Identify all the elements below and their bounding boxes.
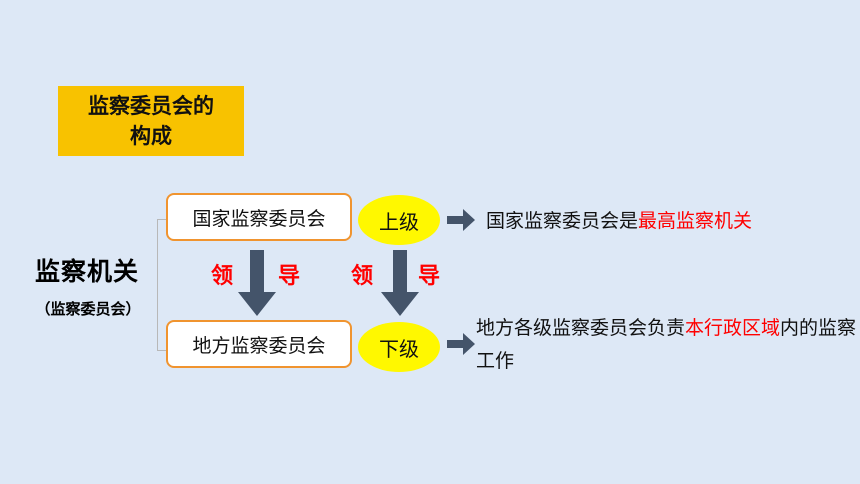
superior-level-oval: 上级 [358, 195, 440, 245]
superior-level-label: 上级 [379, 209, 419, 234]
subordinate-level-label: 下级 [379, 336, 419, 361]
right-arrow-bottom-icon [447, 333, 475, 355]
title-line-2: 构成 [130, 124, 172, 148]
local-desc-suffix: 内的监察工作 [476, 317, 857, 372]
main-label: 监察机关 [34, 257, 139, 286]
local-commission-description: 地方各级监察委员会负责本行政区域内的监察工作 [476, 312, 860, 378]
lead-arrow-left-icon [238, 250, 276, 316]
lead-char-left-1: 领 [211, 264, 234, 289]
title-box: 监察委员会的 构成 [58, 86, 244, 156]
bracket-connector [157, 219, 168, 351]
national-commission-label: 国家监察委员会 [192, 207, 326, 230]
title-line-1: 监察委员会的 [88, 94, 214, 118]
local-commission-label: 地方监察委员会 [192, 334, 326, 357]
lead-char-right-2: 导 [418, 264, 441, 289]
local-desc-prefix: 地方各级监察委员会负责 [476, 317, 686, 339]
lead-char-left-2: 导 [278, 264, 301, 289]
national-desc-highlight: 最高监察机关 [638, 210, 753, 232]
lead-char-right-1: 领 [351, 264, 374, 289]
national-commission-description: 国家监察委员会是最高监察机关 [486, 205, 752, 238]
national-desc-prefix: 国家监察委员会是 [486, 210, 639, 232]
subordinate-level-oval: 下级 [358, 322, 440, 372]
local-desc-highlight: 本行政区域 [685, 317, 781, 339]
right-arrow-top-icon [447, 209, 475, 231]
local-commission-box: 地方监察委员会 [166, 320, 352, 368]
sub-label: （监察委员会） [35, 300, 141, 318]
national-commission-box: 国家监察委员会 [166, 193, 352, 241]
lead-arrow-right-icon [381, 250, 419, 316]
